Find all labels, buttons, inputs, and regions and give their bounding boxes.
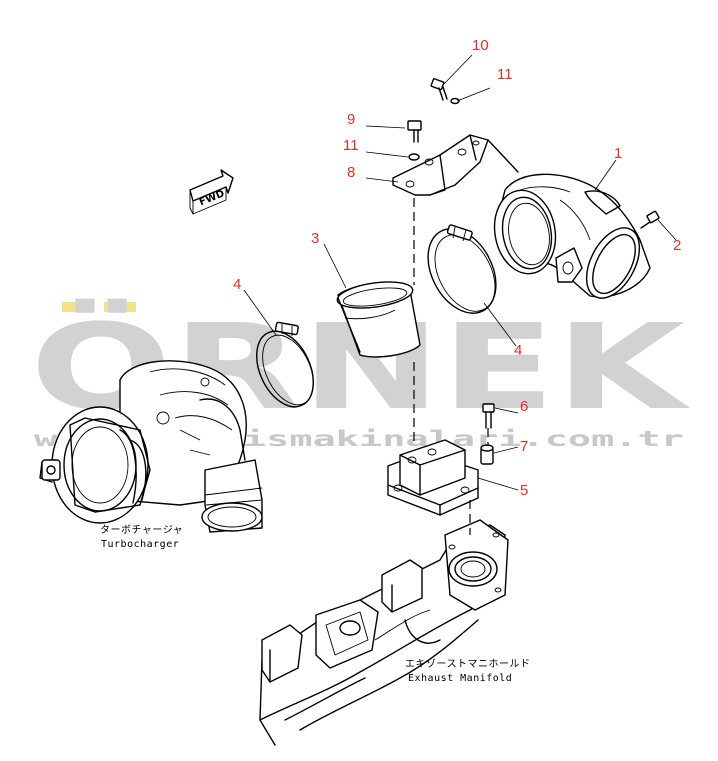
support-block bbox=[387, 439, 479, 516]
callout-11-lower: 11 bbox=[343, 137, 359, 154]
clamp-right bbox=[427, 224, 497, 314]
callout-6: 6 bbox=[520, 398, 528, 415]
elbow-pipe bbox=[493, 173, 651, 299]
callout-8: 8 bbox=[347, 164, 355, 181]
clamp-left bbox=[256, 321, 314, 408]
washer-11-lower-icon bbox=[408, 153, 420, 161]
callout-7: 7 bbox=[520, 438, 528, 455]
callout-3: 3 bbox=[311, 230, 319, 247]
callout-11-upper: 11 bbox=[497, 66, 513, 83]
bracket bbox=[392, 134, 519, 196]
manifold-label-jp: エキゾーストマニホールド bbox=[405, 658, 531, 670]
washer-11-upper-icon bbox=[450, 97, 460, 105]
turbocharger-label-jp: ターボチャージャ bbox=[100, 524, 183, 536]
turbocharger bbox=[39, 360, 263, 533]
fwd-arrow-icon: FWD bbox=[189, 169, 234, 215]
callout-2: 2 bbox=[673, 237, 681, 254]
manifold-label-en: Exhaust Manifold bbox=[408, 673, 512, 684]
exhaust-manifold bbox=[259, 519, 509, 746]
callout-10: 10 bbox=[472, 37, 489, 54]
watermark-accent-right bbox=[104, 302, 136, 312]
sleeve bbox=[336, 281, 421, 358]
turbocharger-label-en: Turbocharger bbox=[101, 539, 179, 550]
callout-1: 1 bbox=[614, 145, 622, 162]
bolt-6-icon bbox=[482, 403, 495, 429]
callout-5: 5 bbox=[520, 482, 528, 499]
bolt-2-icon bbox=[640, 210, 660, 229]
callout-4-right: 4 bbox=[514, 342, 522, 359]
spacer-7-icon bbox=[480, 444, 494, 465]
bolt-10-icon bbox=[430, 78, 448, 101]
bolt-9-icon bbox=[407, 120, 422, 143]
assembly-lines bbox=[413, 198, 489, 535]
callout-4-left: 4 bbox=[233, 276, 241, 293]
callouts: 10 11 9 11 8 1 2 3 4 4 6 7 5 bbox=[233, 37, 681, 499]
callout-9: 9 bbox=[347, 111, 355, 128]
leader-lines bbox=[243, 54, 677, 491]
watermark-accent-left bbox=[62, 302, 94, 312]
